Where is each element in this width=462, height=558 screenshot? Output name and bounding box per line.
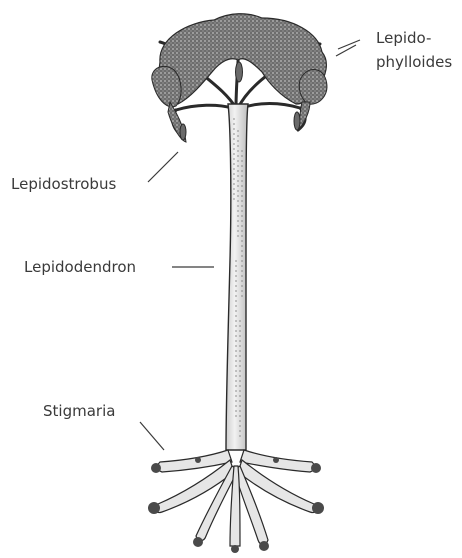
stigmaria-roots bbox=[156, 450, 316, 546]
leader-stigmaria bbox=[140, 422, 164, 450]
strobilus-right bbox=[294, 112, 300, 130]
foliage-cluster-right bbox=[299, 70, 327, 105]
leader-lepidophylloides bbox=[338, 40, 360, 49]
leader-lepidophylloides-lower bbox=[336, 45, 356, 56]
strobilus-left bbox=[180, 124, 186, 140]
label-lepidophylloides-line1: Lepido- bbox=[376, 29, 431, 48]
trunk bbox=[226, 104, 248, 450]
strobilus-center bbox=[236, 62, 243, 82]
label-lepidostrobus: Lepidostrobus bbox=[11, 175, 116, 194]
label-lepidophylloides-line2: phylloides bbox=[376, 53, 452, 72]
leader-lepidostrobus bbox=[148, 152, 178, 182]
label-stigmaria: Stigmaria bbox=[43, 402, 115, 421]
label-lepidodendron: Lepidodendron bbox=[24, 258, 136, 277]
